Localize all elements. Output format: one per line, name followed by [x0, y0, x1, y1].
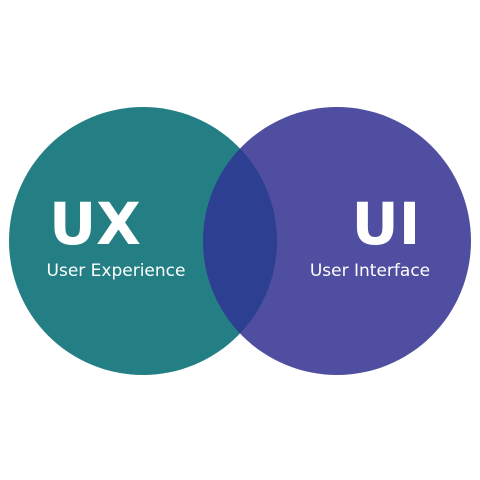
- ui-subtitle: User Interface: [310, 261, 430, 281]
- ui-circle: [203, 107, 471, 375]
- ux-circle: [9, 107, 277, 375]
- ui-title: UI: [352, 190, 421, 258]
- ux-subtitle: User Experience: [47, 261, 186, 281]
- ux-title: UX: [49, 190, 141, 258]
